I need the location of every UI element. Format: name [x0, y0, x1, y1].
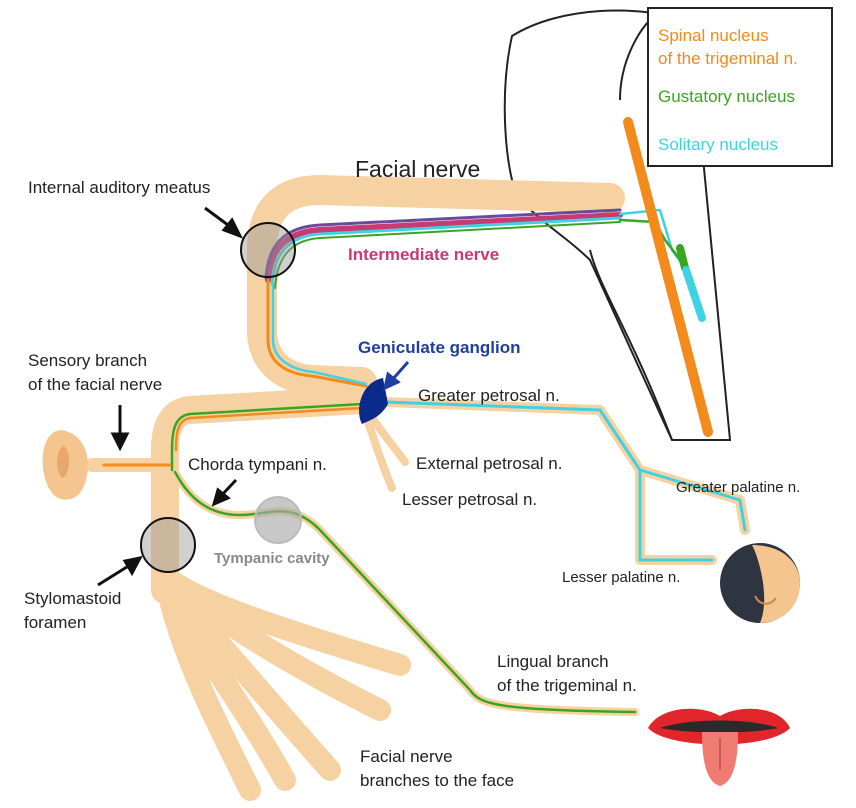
greater-palatine-label: Greater palatine n.	[676, 479, 800, 496]
nose-icon	[720, 543, 800, 623]
lingual-branch-label-line2: of the trigeminal n.	[497, 676, 637, 695]
tympanic-cavity-circle	[255, 497, 301, 543]
external-petrosal-label: External petrosal n.	[416, 454, 562, 473]
ear-icon	[43, 430, 88, 500]
stylomastoid-label-line2: foramen	[24, 613, 86, 632]
mouth-icon	[648, 709, 790, 786]
geniculate-ganglion-label: Geniculate ganglion	[358, 338, 520, 357]
facial-nerve-label: Facial nerve	[355, 156, 480, 182]
gustatory-nucleus-bar	[680, 248, 685, 268]
tympanic-cavity-label: Tympanic cavity	[214, 550, 330, 567]
stylomastoid-foramen-circle	[141, 518, 195, 572]
lesser-petrosal-label: Lesser petrosal n.	[402, 490, 537, 509]
intermediate-nerve-label: Intermediate nerve	[348, 245, 499, 264]
legend-spinal-line2: of the trigeminal n.	[658, 49, 798, 68]
stylomastoid-label-line1: Stylomastoid	[24, 589, 121, 608]
legend-spinal-line1: Spinal nucleus	[658, 26, 769, 45]
sensory-branch-label-line2: of the facial nerve	[28, 375, 162, 394]
legend-gustatory: Gustatory nucleus	[658, 87, 795, 106]
face-branches-label-line2: branches to the face	[360, 771, 514, 790]
lingual-branch-label-line1: Lingual branch	[497, 652, 609, 671]
sensory-branch-label-line1: Sensory branch	[28, 351, 147, 370]
legend-solitary: Solitary nucleus	[658, 135, 778, 154]
internal-auditory-meatus-circle	[241, 223, 295, 277]
face-branches-label-line1: Facial nerve	[360, 747, 453, 766]
internal-auditory-meatus-label: Internal auditory meatus	[28, 178, 210, 197]
lesser-palatine-label: Lesser palatine n.	[562, 569, 680, 586]
legend: Spinal nucleus of the trigeminal n. Gust…	[648, 8, 832, 166]
chorda-tympani-label: Chorda tympani n.	[188, 455, 327, 474]
greater-petrosal-label: Greater petrosal n.	[418, 386, 560, 405]
